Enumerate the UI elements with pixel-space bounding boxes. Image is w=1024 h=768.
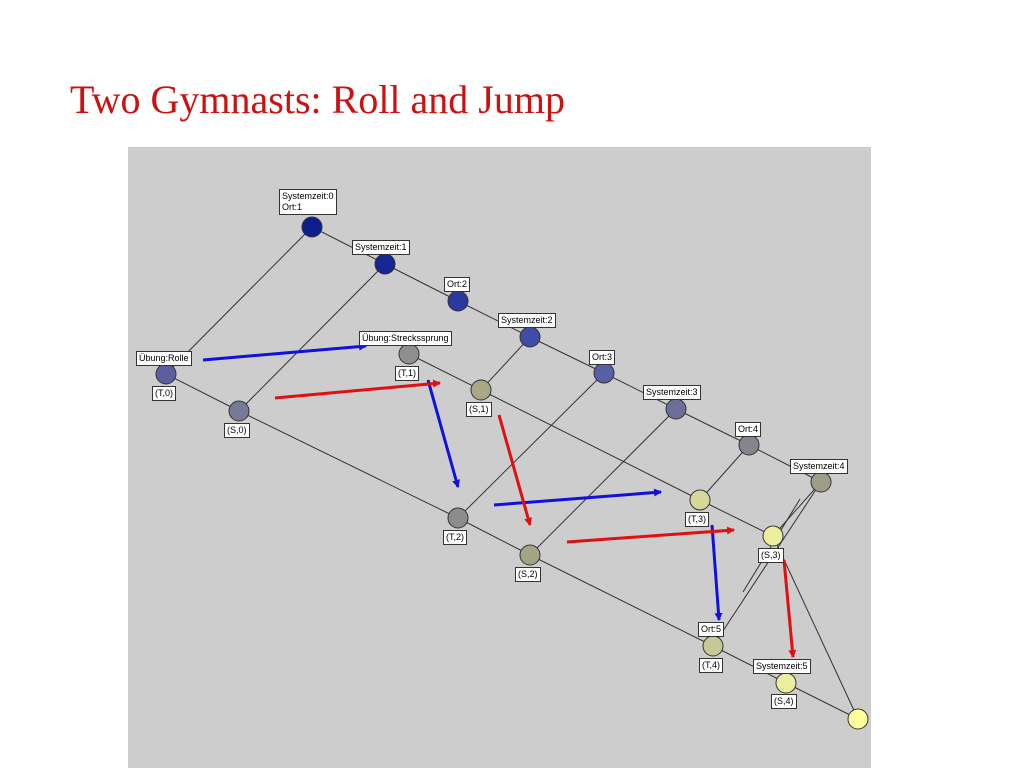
red-arrow: [274, 379, 441, 400]
label-uebung-rolle: Übung:Rolle: [136, 351, 192, 366]
label-s0: (S,0): [224, 423, 250, 438]
node-s0: [228, 400, 250, 422]
label-ort-1-text: Ort:1: [282, 202, 303, 212]
node-t2: [447, 507, 469, 529]
label-ort-3: Ort:3: [589, 350, 616, 365]
edge: [699, 444, 750, 501]
edge: [408, 353, 482, 391]
label-t3: (T,3): [685, 512, 709, 527]
edge: [529, 408, 677, 556]
node-t4: [702, 635, 724, 657]
edge: [165, 226, 313, 375]
red-arrow: [782, 559, 797, 658]
node-systemzeit-4: [810, 471, 832, 493]
edge: [772, 535, 859, 720]
red-arrow: [566, 526, 735, 544]
edge: [311, 226, 386, 265]
node-s3: [762, 525, 784, 547]
lattice-diagram: Systemzeit:0 Ort:1 Systemzeit:1 Ort:2 Sy…: [128, 147, 871, 768]
edge: [384, 263, 459, 302]
node-final: [847, 708, 869, 730]
node-systemzeit-3: [665, 398, 687, 420]
transition-arrows: [202, 342, 797, 658]
label-s1: (S,1): [466, 402, 492, 417]
lattice-nodes: [155, 216, 869, 730]
edge: [748, 444, 822, 483]
label-s2: (S,2): [515, 567, 541, 582]
label-t0: (T,0): [152, 386, 176, 401]
label-s3: (S,3): [758, 548, 784, 563]
edge: [457, 517, 531, 556]
label-t2: (T,2): [443, 530, 467, 545]
blue-arrow: [202, 342, 367, 362]
edge: [712, 481, 822, 647]
label-systemzeit-4: Systemzeit:4: [790, 459, 848, 474]
edge: [699, 499, 774, 537]
node-systemzeit-2: [519, 326, 541, 348]
node-t0: [155, 363, 177, 385]
label-systemzeit-3: Systemzeit:3: [643, 385, 701, 400]
lattice-edges: [165, 226, 859, 720]
label-systemzeit-5: Systemzeit:5: [753, 659, 811, 674]
edge: [529, 336, 605, 374]
node-t1: [398, 343, 420, 365]
edge: [480, 389, 701, 501]
label-s4: (S,4): [771, 694, 797, 709]
node-s4: [775, 672, 797, 694]
edge: [457, 300, 531, 338]
label-systemzeit-0-text: Systemzeit:0: [282, 191, 334, 201]
label-uebung-strecksprung: Übung:Streckssprung: [359, 331, 452, 346]
node-ort-4: [738, 434, 760, 456]
edge: [457, 372, 605, 519]
edge: [785, 682, 859, 720]
node-systemzeit-0: [301, 216, 323, 238]
edge: [165, 373, 240, 412]
label-systemzeit-1: Systemzeit:1: [352, 240, 410, 255]
label-ort-4: Ort:4: [735, 422, 762, 437]
node-ort-3: [593, 362, 615, 384]
blue-arrow: [710, 524, 723, 621]
edge: [238, 263, 386, 412]
node-s1: [470, 379, 492, 401]
blue-arrow: [493, 488, 662, 507]
red-arrow: [497, 414, 532, 526]
node-systemzeit-1: [374, 253, 396, 275]
label-t1: (T,1): [395, 366, 419, 381]
edge: [480, 336, 531, 391]
lattice-graph: [155, 216, 869, 730]
label-systemzeit-2: Systemzeit:2: [498, 313, 556, 328]
edge: [712, 645, 787, 684]
label-t4: (T,4): [699, 658, 723, 673]
edge: [772, 481, 822, 537]
label-ort-5: Ort:5: [698, 622, 725, 637]
blue-arrow: [426, 379, 460, 488]
node-s2: [519, 544, 541, 566]
node-ort-2: [447, 290, 469, 312]
edge: [529, 554, 714, 647]
edge: [603, 372, 677, 410]
slide-title: Two Gymnasts: Roll and Jump: [70, 77, 565, 122]
edge: [238, 410, 459, 519]
label-ort-2: Ort:2: [444, 277, 471, 292]
label-systemzeit-0: Systemzeit:0 Ort:1: [279, 189, 337, 215]
edge: [675, 408, 750, 446]
node-t3: [689, 489, 711, 511]
